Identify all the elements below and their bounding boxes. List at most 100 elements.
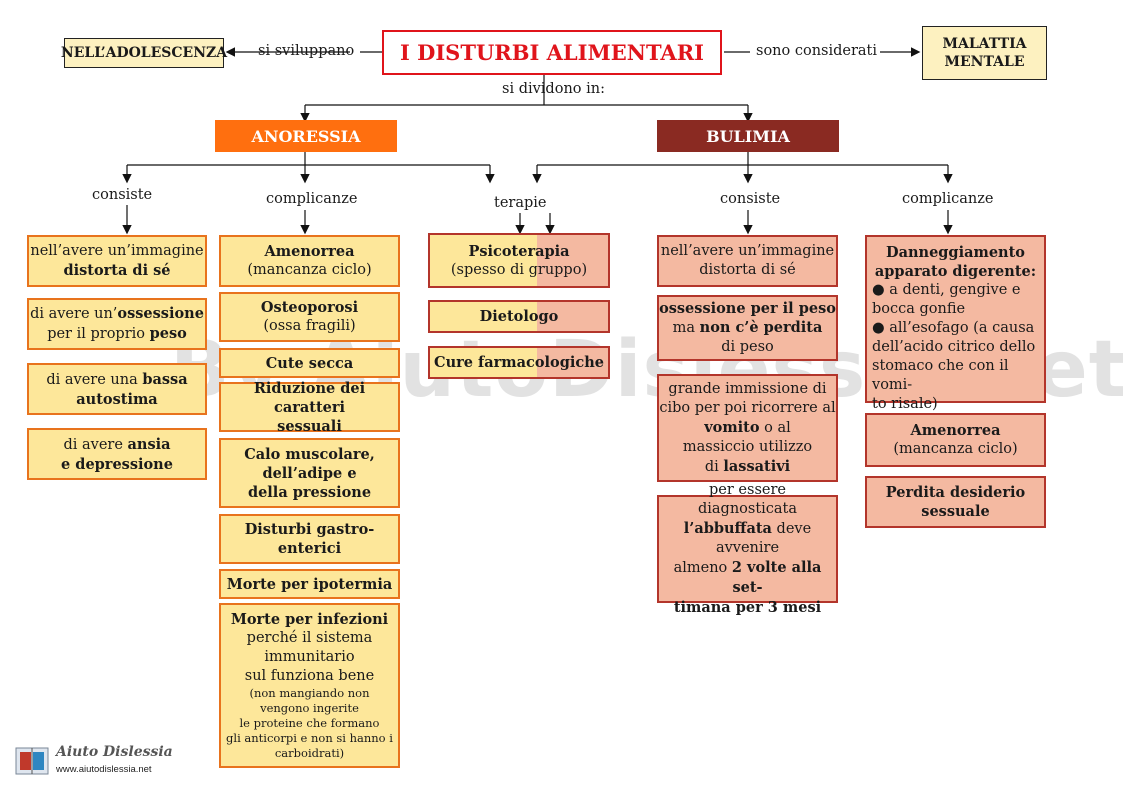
malattia-box: MALATTIA MENTALE — [922, 26, 1047, 80]
text-bold: della pressione — [247, 483, 372, 501]
bulimia-consiste-2: ossessione per il peso ma non c’è perdit… — [657, 295, 838, 361]
text: (spesso di gruppo) — [450, 261, 588, 278]
text-small: gli anticorpi e non si hanno i — [226, 731, 393, 745]
text: almeno — [673, 560, 732, 576]
adolescenza-box: NELL’ADOLESCENZA — [60, 38, 228, 68]
text: grande immissione di — [668, 380, 827, 397]
list-item: dell’acido citrico dello — [872, 339, 1036, 355]
text-bold: Morte per infezioni — [230, 611, 389, 628]
text-bold: Dietologo — [479, 308, 559, 325]
text-bold: ansia — [127, 435, 171, 453]
text-line1: di avere ansia — [63, 435, 170, 455]
text-bold: Danneggiamento — [886, 244, 1025, 261]
text-bold: sessuali — [277, 417, 342, 435]
link-si-sviluppano: si sviluppano — [258, 43, 355, 59]
text-line4: almeno 2 volte alla set- — [659, 558, 836, 598]
text: per il proprio — [47, 326, 150, 342]
text-bold: Amenorrea — [264, 243, 355, 260]
malattia-line2: MENTALE — [944, 54, 1025, 70]
text-line2: per il proprio peso — [47, 324, 187, 344]
text-bold: Riduzione dei caratteri — [253, 379, 366, 416]
text-bold: autostima — [76, 390, 158, 408]
text-line5: di lassativi — [705, 457, 790, 477]
list-item: stomaco che con il vomi- — [872, 358, 1009, 393]
bulimia-complicanze-label: complicanze — [902, 191, 994, 207]
text-line1: di avere un’ossessione — [30, 304, 204, 324]
text: deve — [771, 521, 812, 537]
text-line2: l’abbuffata deve — [684, 519, 811, 539]
text: sul funziona bene — [244, 668, 375, 684]
text-bold: dell’adipe e — [262, 464, 357, 482]
terapia-cure: Cure farmacologiche — [428, 346, 610, 379]
text: (mancanza ciclo) — [893, 441, 1018, 457]
bulimia-consiste-3: grande immissione di cibo per poi ricorr… — [657, 374, 838, 482]
text-bold: l’abbuffata — [683, 520, 772, 537]
comp-infezioni: Morte per infezioni perché il sistema im… — [219, 603, 400, 768]
text-line3: vomito o al — [704, 418, 791, 438]
comp-riduzione: Riduzione dei caratteri sessuali — [219, 379, 400, 435]
anoressia-consiste-1: nell’avere un’immagine distorta di sé — [27, 235, 207, 287]
bulimia-comp-danneggiamento: Danneggiamento apparato digerente: ● a d… — [865, 235, 1046, 412]
text-bold: vomito — [704, 418, 760, 436]
text: o al — [759, 419, 791, 436]
text: di peso — [721, 339, 774, 355]
comp-calo: Calo muscolare, dell’adipe e della press… — [219, 438, 400, 508]
text-bold: Amenorrea — [910, 422, 1001, 439]
text: massiccio utilizzo — [682, 438, 813, 455]
text-bold: ossessione — [117, 305, 204, 322]
divide-label: si dividono in: — [502, 81, 605, 97]
text-bold: Disturbi gastro- — [244, 521, 375, 538]
text: di avere un’ — [30, 306, 118, 322]
text-bold: Morte per ipotermia — [226, 575, 393, 593]
bulimia-header: BULIMIA — [657, 120, 839, 152]
text-bold: Cute secca — [265, 354, 354, 372]
anoressia-title: ANORESSIA — [251, 126, 361, 146]
text: immunitario — [264, 649, 355, 665]
anoressia-consiste-2: di avere un’ossessione per il proprio pe… — [27, 298, 207, 350]
logo-url: www.aiutodislessia.net — [56, 764, 152, 775]
text-line1: di avere una bassa — [46, 370, 187, 390]
bulimia-comp-perdita: Perdita desiderio sessuale — [865, 476, 1046, 528]
bulimia-comp-amenorrea: Amenorrea (mancanza ciclo) — [865, 413, 1046, 467]
text-bold: bassa — [142, 370, 188, 388]
text-line2: ma non c’è perdita — [673, 318, 823, 338]
terapia-dietologo: Dietologo — [428, 300, 610, 333]
logo: Aiuto Dislessia www.aiutodislessia.net — [14, 744, 174, 780]
text: avvenire — [715, 540, 780, 556]
list-item: to risale) — [872, 396, 938, 412]
page-title: I DISTURBI ALIMENTARI — [400, 40, 704, 65]
adolescenza-text: NELL’ADOLESCENZA — [60, 44, 228, 61]
terapia-psicoterapia: Psicoterapia (spesso di gruppo) — [428, 233, 610, 288]
text-bold: Osteoporosi — [260, 299, 359, 316]
text-bold: peso — [149, 325, 187, 342]
text-bold: Psicoterapia — [468, 242, 570, 260]
comp-osteoporosi: Osteoporosi (ossa fragili) — [219, 292, 400, 342]
text-bold: Calo muscolare, — [244, 445, 375, 463]
anoressia-consiste-3: di avere una bassa autostima — [27, 363, 207, 415]
anoressia-consiste-4: di avere ansia e depressione — [27, 428, 207, 480]
bulimia-consiste-label: consiste — [720, 191, 781, 207]
text-bold: enterici — [277, 540, 342, 557]
text: ma — [672, 320, 700, 336]
text: perché il sistema — [246, 630, 373, 646]
anoressia-consiste-label: consiste — [92, 187, 153, 203]
comp-amenorrea: Amenorrea (mancanza ciclo) — [219, 235, 400, 287]
text: di avere — [63, 436, 128, 453]
text-small: (non mangiando non — [249, 686, 370, 700]
text: (ossa fragili) — [263, 318, 356, 334]
text: cibo per poi ricorrere al — [659, 399, 836, 416]
dann-list: ● a denti, gengive e bocca gonfie ● all’… — [867, 281, 1044, 414]
text-bold: e depressione — [61, 455, 173, 473]
link-sono-considerati: sono considerati — [756, 43, 878, 59]
text-bold: non c’è perdita — [699, 319, 823, 336]
book-icon — [15, 747, 49, 775]
anoressia-complicanze-label: complicanze — [266, 191, 358, 207]
text: nell’avere un’immagine — [660, 243, 835, 259]
bulimia-consiste-4: per essere diagnosticata l’abbuffata dev… — [657, 482, 838, 616]
text-small: vengono ingerite — [260, 701, 359, 715]
text-bold: Perdita desiderio — [885, 484, 1026, 501]
text: distorta di sé — [699, 262, 796, 278]
text: (mancanza ciclo) — [247, 262, 372, 278]
list-item: ● all’esofago (a causa — [872, 320, 1035, 336]
